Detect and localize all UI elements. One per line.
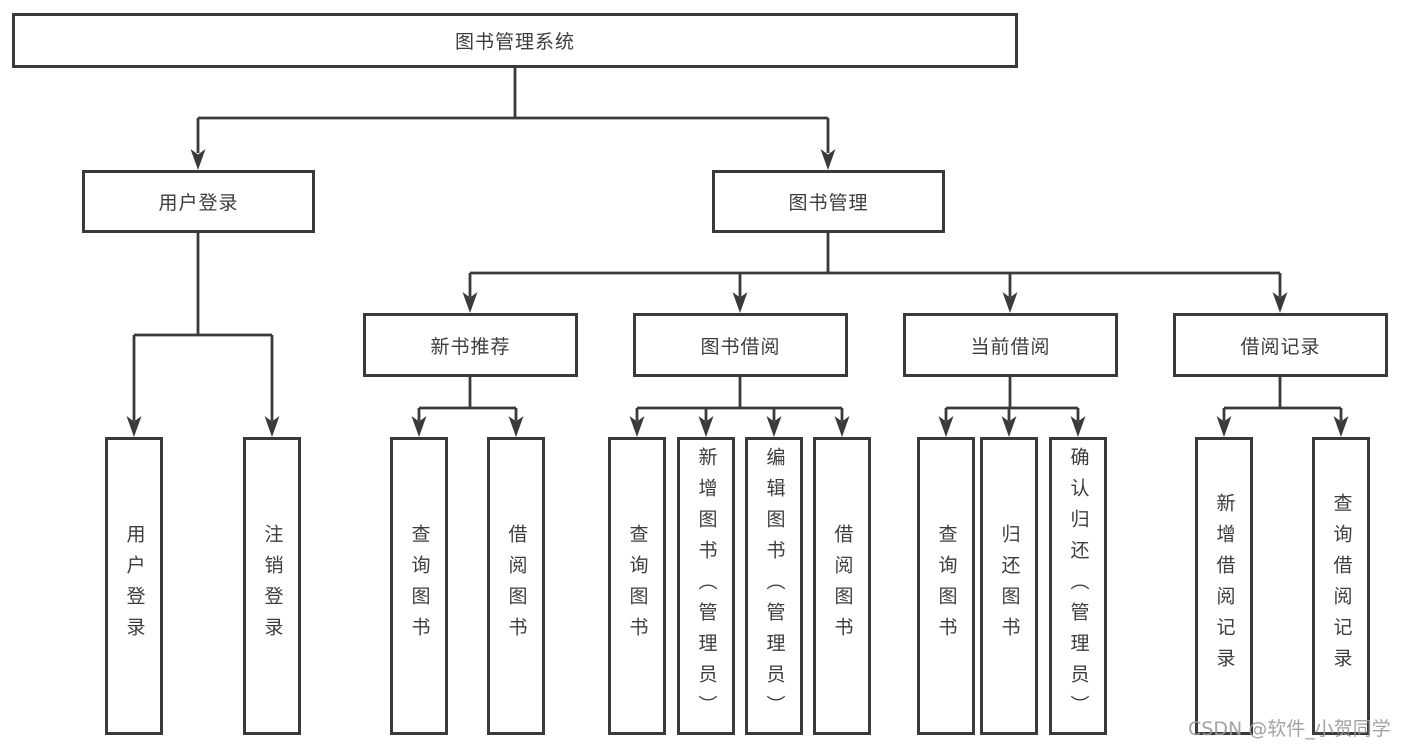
node-current-borrowing: 当前借阅: [903, 313, 1118, 377]
arrowhead: [1001, 416, 1017, 437]
leaf-query-books-recommend: 查询图书: [390, 437, 448, 735]
arrowhead: [698, 416, 714, 437]
node-label: 归还图书: [998, 524, 1021, 648]
arrowhead: [1070, 416, 1086, 437]
node-label: 新书推荐: [430, 335, 511, 358]
arrowhead: [508, 416, 524, 437]
arrowhead: [1272, 292, 1288, 313]
tree-edges: [132, 68, 1343, 421]
arrowhead: [766, 416, 782, 437]
node-label: 查询图书: [626, 524, 649, 648]
arrowhead: [1333, 416, 1349, 437]
leaf-borrow-books: 借阅图书: [813, 437, 871, 735]
leaf-query-books-borrow: 查询图书: [608, 437, 666, 735]
node-library-system: 图书管理系统: [12, 13, 1018, 68]
node-label: 当前借阅: [970, 335, 1051, 358]
node-borrow-records: 借阅记录: [1173, 313, 1388, 377]
arrowhead: [126, 416, 142, 437]
node-label: 图书借阅: [700, 335, 781, 358]
csdn-watermark: CSDN @软件_小贺同学: [1188, 718, 1391, 740]
node-label: 新增借阅记录: [1213, 493, 1236, 679]
node-label: 图书管理: [788, 192, 869, 214]
node-book-management: 图书管理: [712, 170, 945, 233]
arrowhead: [462, 292, 478, 313]
leaf-confirm-return-admin: 确认归还（管理员）: [1049, 437, 1107, 735]
leaf-query-books-current: 查询图书: [917, 437, 975, 735]
leaf-user-login: 用户登录: [105, 437, 163, 735]
arrowheads: [126, 149, 1349, 437]
arrowhead: [1002, 292, 1018, 313]
node-label: 借阅记录: [1240, 335, 1321, 358]
leaf-borrow-books-recommend: 借阅图书: [487, 437, 545, 735]
node-label: 新增图书（管理员）: [695, 446, 718, 726]
node-label: 查询借阅记录: [1330, 493, 1353, 679]
node-label: 确认归还（管理员）: [1067, 446, 1090, 726]
arrowhead: [190, 149, 206, 170]
node-label: 编辑图书（管理员）: [763, 446, 786, 726]
leaf-return-book: 归还图书: [980, 437, 1038, 735]
arrowhead: [820, 149, 836, 170]
leaf-add-book-admin: 新增图书（管理员）: [677, 437, 735, 735]
node-label: 注销登录: [261, 524, 284, 648]
node-label: 用户登录: [123, 524, 146, 648]
leaf-edit-book-admin: 编辑图书（管理员）: [745, 437, 803, 735]
leaf-query-borrow-record: 查询借阅记录: [1312, 437, 1370, 735]
arrowhead: [629, 416, 645, 437]
node-label: 借阅图书: [505, 524, 528, 648]
arrowhead: [264, 416, 280, 437]
node-label: 查询图书: [935, 524, 958, 648]
node-label: 查询图书: [408, 524, 431, 648]
node-label: 用户登录: [158, 192, 239, 214]
node-label: 图书管理系统: [454, 31, 575, 53]
arrowhead: [411, 416, 427, 437]
leaf-add-borrow-record: 新增借阅记录: [1195, 437, 1253, 735]
node-label: 借阅图书: [831, 524, 854, 648]
node-new-book-recommend: 新书推荐: [363, 313, 578, 377]
arrowhead: [1216, 416, 1232, 437]
arrowhead: [732, 292, 748, 313]
leaf-logout: 注销登录: [243, 437, 301, 735]
arrowhead: [938, 416, 954, 437]
node-user-login: 用户登录: [82, 170, 315, 233]
arrowhead: [834, 416, 850, 437]
node-book-borrowing: 图书借阅: [633, 313, 848, 377]
